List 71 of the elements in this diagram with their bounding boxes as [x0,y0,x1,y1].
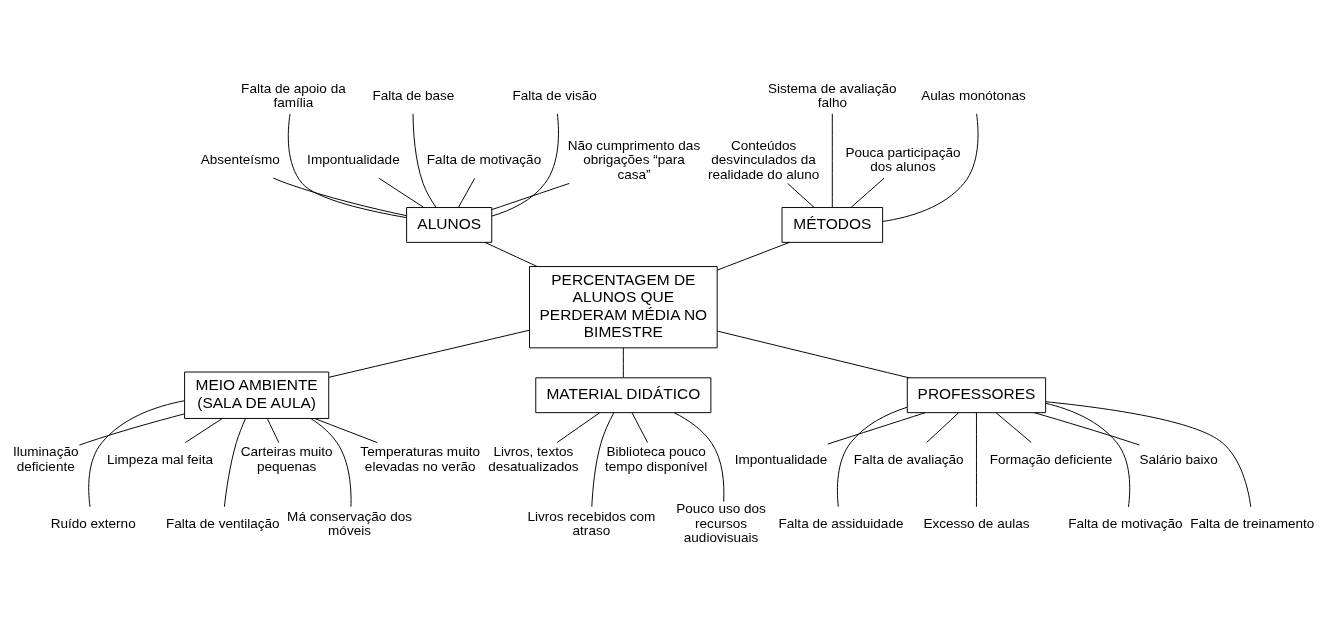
connector [1045,402,1131,507]
connector [412,112,437,208]
connector [266,417,280,443]
node-text: Falta de assiduidade [778,515,904,531]
connector [184,417,223,443]
connector [78,412,185,446]
node-text: Excesso de aulas [923,515,1030,531]
connector [975,411,977,507]
node-text: Conteúdos desvinculados da realidade do aluno [707,137,820,182]
node-text: Impontualidade [734,451,828,467]
node-text: Falta de ventilação [166,515,280,531]
connector [716,241,790,271]
connector [591,411,615,507]
node-box: ALUNOS [406,206,493,243]
node-text: Aulas monótonas [921,87,1026,103]
connector [272,177,407,216]
node-text: Salário baixo [1139,451,1218,467]
connector [484,241,538,267]
connector [310,417,352,507]
node-text: Biblioteca pouco tempo disponível [605,443,708,474]
connector [995,411,1032,443]
node-box: PROFESSORES [906,376,1047,413]
connector [491,112,559,217]
connector [458,177,476,208]
node-text: Formação deficiente [989,451,1113,467]
node-text: Iluminação deficiente [13,443,79,474]
connector [836,406,908,507]
connector [882,112,979,222]
connector [717,330,910,378]
node-text: Pouco uso dos recursos audiovisuais [676,500,766,545]
node-box: MATERIAL DIDÁTICO [535,376,712,413]
connector [787,182,815,208]
node-text: Falta de motivação [426,151,542,167]
connector [827,411,926,445]
node-box: MÉTODOS [781,206,884,243]
node-text: Livros recebidos com atraso [527,508,656,538]
node-box: PERCENTAGEM DE ALUNOS QUE PERDERAM MÉDIA NO BIMESTRE [529,265,718,348]
connector [622,346,624,378]
node-text: Falta de visão [512,87,597,103]
connector [287,112,408,218]
node-text: Pouca participação dos alunos [845,144,961,174]
connector [850,177,885,208]
node-text: Falta de motivação [1068,515,1183,531]
node-text: Impontualidade [307,151,400,167]
connector [491,182,570,210]
node-text: Sistema de avaliação falho [768,80,897,110]
connector [1033,411,1140,446]
connector [328,329,530,378]
node-text: Absenteísmo [200,151,280,167]
connector [1045,400,1252,507]
connector [88,399,185,507]
node-text: Falta de treinamento [1190,515,1315,531]
connector [378,177,425,208]
node-text: Livros, textos desatualizados [488,443,579,474]
node-text: Não cumprimento das obrigações “para casa” [567,137,701,182]
connector [223,417,247,507]
node-text: Má conservação dos móveis [287,508,412,538]
node-box: MEIO AMBIENTE (SALA DE AULA) [184,371,330,419]
connector [314,417,378,443]
connector [673,411,725,502]
connector [556,411,601,443]
node-text: Falta de avaliação [853,451,964,467]
node-text: Ruído externo [50,515,136,531]
connector [926,411,960,443]
node-text: Falta de base [372,87,455,103]
connector [831,112,833,208]
connector [631,411,648,443]
node-text: Temperaturas muito elevadas no verão [360,443,480,474]
node-text: Falta de apoio da família [241,80,346,110]
node-text: Limpeza mal feita [106,451,213,467]
node-text: Carteiras muito pequenas [240,443,333,474]
